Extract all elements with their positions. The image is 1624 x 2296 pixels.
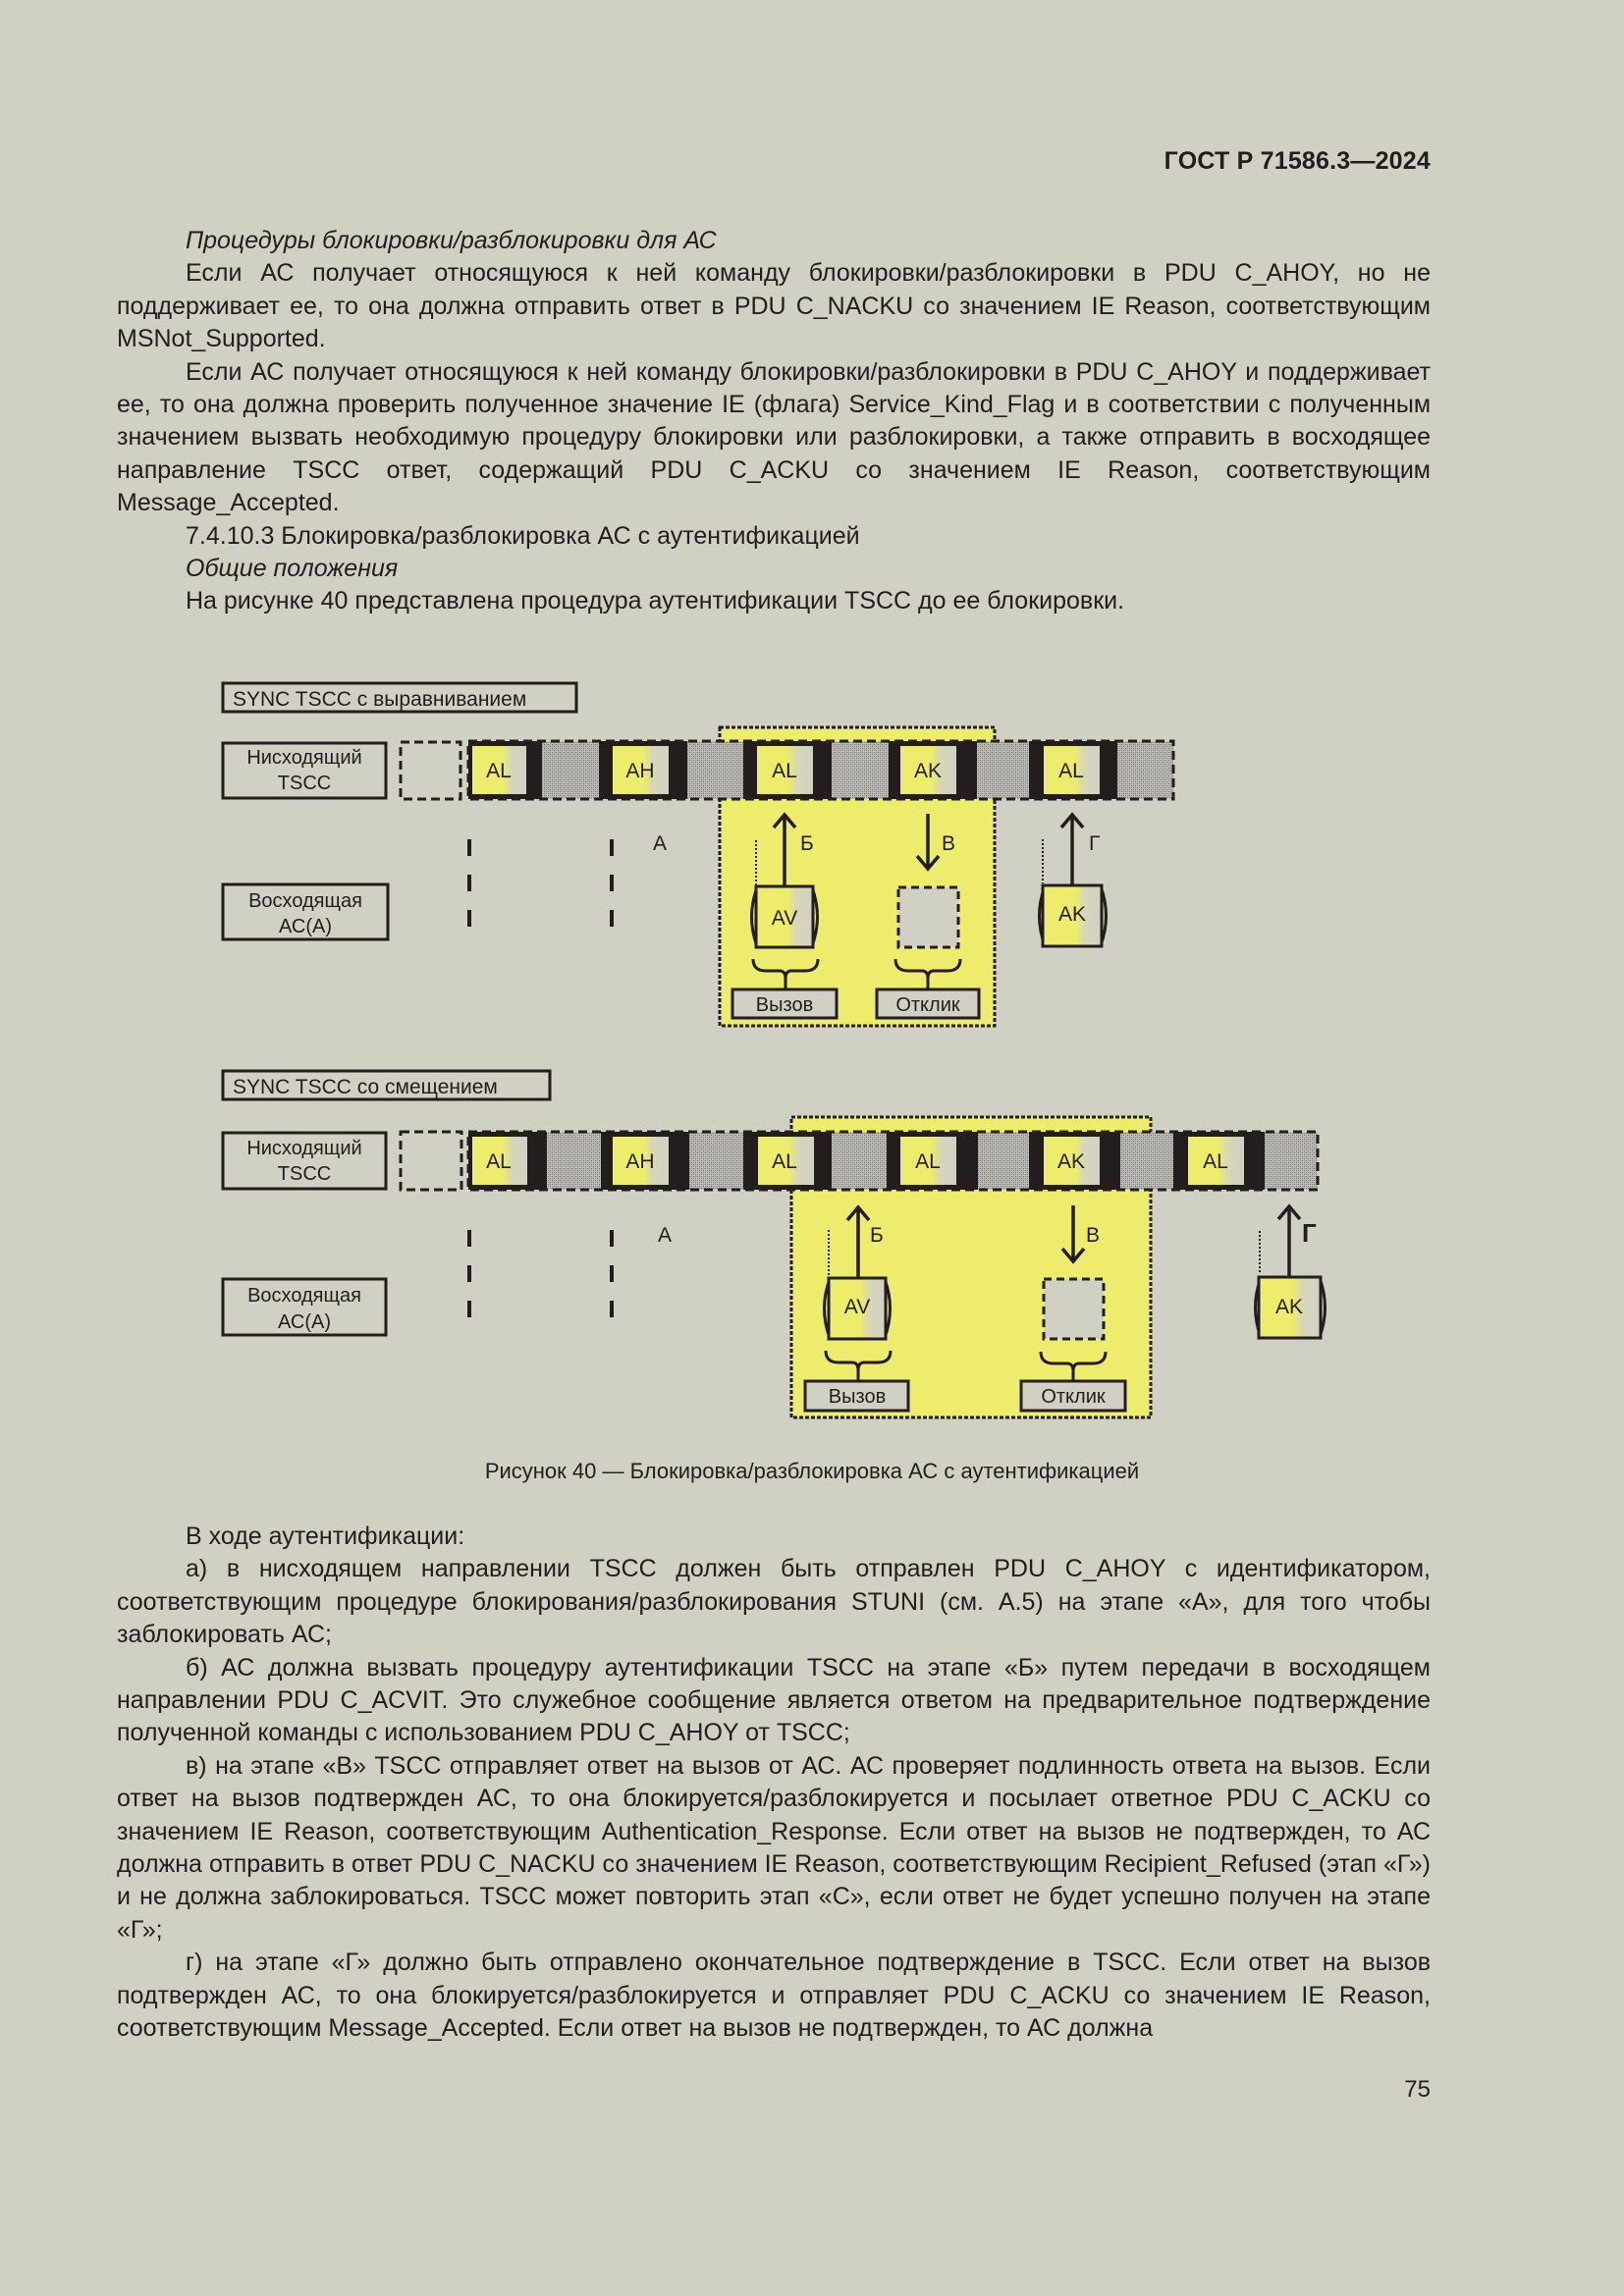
slot-al: AL [743,741,832,799]
svg-text:AL: AL [1203,1150,1228,1173]
response-label-box [875,988,981,1020]
response-label: Отклик [1041,1386,1106,1408]
uplink-label-box [221,1277,388,1337]
authentication-region [789,1115,1153,1419]
slot-al: AL [468,741,542,799]
uplink-av-block: AV [750,884,819,949]
downlink-label: Нисходящий [246,1138,361,1159]
figure-caption: Рисунок 40 — Блокировка/разблокировка АС… [484,1459,1140,1483]
uplink-ak-block: AK [1254,1275,1326,1340]
svg-text:AK: AK [914,760,942,782]
slot-ah: AH [601,1132,689,1190]
paragraph: Если АС получает относящуюся к ней коман… [117,259,1431,353]
slot-ak: AK [1029,1132,1120,1190]
svg-text:AV: AV [844,1296,870,1318]
diagram-title-box [221,681,578,714]
uplink-label: АС(А) [278,1311,331,1333]
svg-text:AH: AH [625,1150,654,1173]
call-label: Вызов [829,1386,886,1408]
list-item: б) АС должна вызвать процедуру аутентифи… [117,1653,1431,1747]
uplink-label-box [221,882,390,941]
stage-b-label: Б [800,832,814,855]
downlink-label: TSCC [278,773,331,794]
subheading-lock-procedures: Процедуры блокировки/разблокировки для А… [186,227,717,254]
paragraph: Если АС получает относящуюся к ней коман… [117,357,1431,517]
list-item: г) на этапе «Г» должно быть отправлено о… [117,1949,1431,2043]
arrow-up-icon [772,812,797,888]
svg-text:AL: AL [772,760,797,782]
paragraph: На рисунке 40 представлена процедура аут… [186,587,1125,615]
diagram-sync-offset: SYNC TSCC со смещением Нисходящий TSCC В… [221,1069,1326,1419]
svg-text:AL: AL [1058,760,1084,782]
downlink-label: TSCC [278,1163,331,1185]
document-id: ГОСТ Р 71586.3—2024 [1164,147,1431,175]
response-label: Отклик [895,994,960,1016]
diagram-title-box [221,1069,552,1101]
svg-text:AL: AL [915,1150,941,1173]
stage-b-label: Б [870,1224,884,1247]
arrow-up-icon [1059,812,1085,886]
stage-v-label: В [1086,1224,1100,1247]
svg-text:AK: AK [1057,1150,1085,1173]
svg-text:AL: AL [486,1150,512,1173]
svg-text:AH: AH [625,760,654,782]
paragraph: В ходе аутентификации: [186,1522,465,1550]
response-label-box [1019,1379,1127,1413]
arrow-up-icon [1276,1203,1302,1278]
svg-text:AL: AL [772,1150,797,1173]
arrow-up-icon [845,1204,871,1278]
diagram-title: SYNC TSCC с выравниванием [233,688,526,711]
empty-response-slot [896,885,960,949]
slot-ah: AH [599,741,687,799]
uplink-label: АС(А) [279,916,332,937]
downlink-label-box [221,1131,388,1191]
uplink-ak-block: AK [1038,883,1108,948]
stage-g-label: Г [1089,832,1100,855]
stage-a-label: А [658,1224,672,1247]
svg-text:AV: AV [772,907,797,930]
list-item: в) на этапе «В» TSCC отправляет ответ на… [117,1751,1431,1944]
svg-text:AL: AL [486,760,512,782]
uplink-av-block: AV [823,1276,892,1341]
page-number: 75 [1404,2076,1431,2103]
stage-a-label: А [653,832,667,855]
text-section-1: Процедуры блокировки/разблокировки для А… [117,225,1431,618]
slot-al: AL [887,1132,978,1190]
call-label-box [803,1379,910,1413]
subheading-general: Общие положения [186,555,399,583]
slot-al: AL [1029,741,1117,799]
uplink-label: Восходящая [248,890,362,912]
arrow-down-icon [915,814,941,872]
slot-ak: AK [889,741,977,799]
svg-text:AK: AK [1275,1296,1303,1318]
authentication-region [718,725,997,1028]
slot-al: AL [1173,1132,1265,1190]
diagram-title: SYNC TSCC со смещением [233,1076,498,1098]
empty-response-slot [1042,1277,1106,1341]
slot-al: AL [468,1132,547,1190]
stage-v-label: В [942,832,955,855]
list-item: а) в нисходящем направлении TSCC должен … [117,1555,1431,1649]
call-label-box [731,988,839,1020]
downlink-label-box [221,741,388,800]
stage-g-label: Г [1302,1218,1317,1248]
downlink-label: Нисходящий [246,747,361,769]
svg-text:AK: AK [1058,903,1086,926]
section-heading: 7.4.10.3 Блокировка/разблокировка АС с а… [186,521,860,550]
empty-slot [399,740,462,801]
call-label: Вызов [756,994,813,1016]
uplink-label: Восходящая [247,1285,361,1307]
arrow-down-icon [1060,1205,1086,1264]
slot-al: AL [743,1132,832,1190]
empty-slot [399,1130,463,1192]
text-section-2: В ходе аутентификации: а) в нисходящем н… [117,1521,1431,2046]
diagram-sync-aligned: SYNC TSCC с выравниванием Нисходящий TSC… [221,681,1175,1028]
